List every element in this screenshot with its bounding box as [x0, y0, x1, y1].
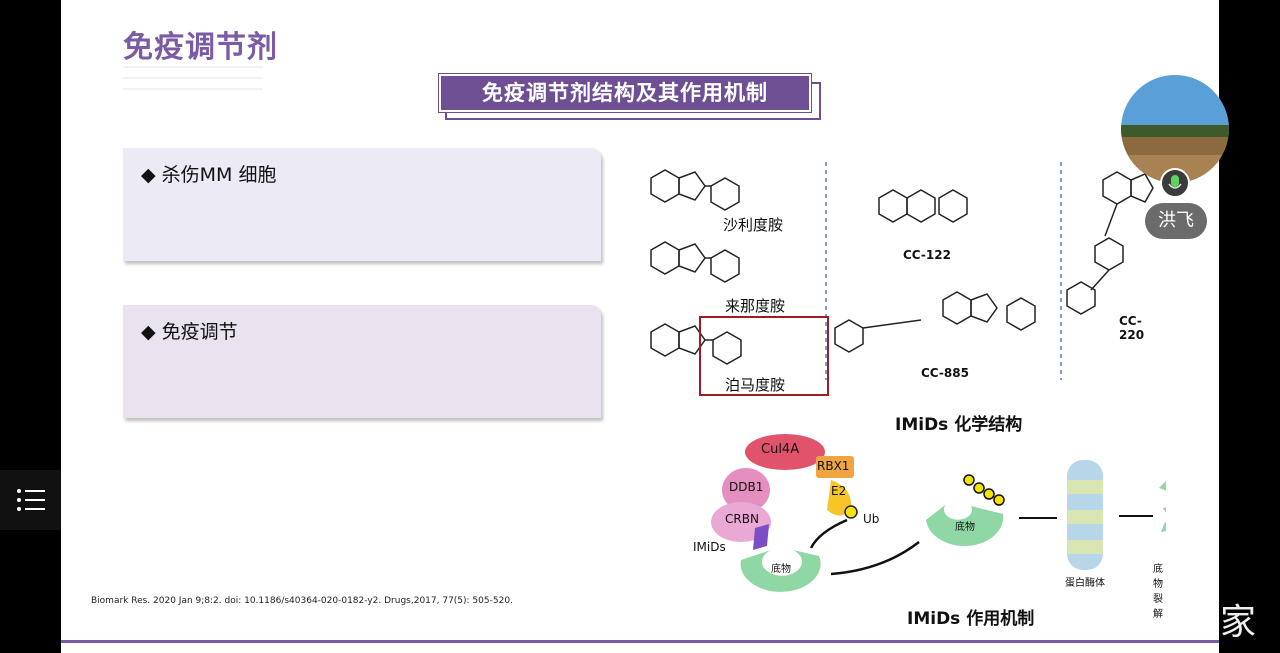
participant-video-thumbnail[interactable] [1121, 75, 1229, 183]
glutarimide-ring [710, 249, 740, 283]
proteasome-label: 蛋白酶体 [1065, 578, 1105, 589]
benzene-ring [650, 241, 680, 275]
imids-label: IMiDs [693, 540, 726, 554]
structure-diagram [650, 162, 1166, 592]
participant-name: 洪飞 [1145, 203, 1207, 239]
lenalidomide-label: 来那度胺 [725, 297, 786, 315]
benzene-ring [650, 169, 680, 203]
bullet-box-immunomodulation: ◆ 免疫调节 [123, 305, 601, 418]
menu-icon [16, 489, 45, 511]
bottom-accent-band [61, 640, 1219, 643]
cc-220-label: CC-220 [1119, 314, 1145, 342]
microphone-button[interactable] [1160, 168, 1190, 198]
bullet-text: ◆ 杀伤MM 细胞 [141, 164, 277, 186]
section-header: 免疫调节剂结构及其作用机制 [438, 73, 812, 113]
glutarimide-ring [710, 177, 740, 211]
imide-ring [678, 171, 706, 201]
watermark-text: 家 [1220, 602, 1257, 643]
structure-panel: 沙利度胺 来那度胺 泊马度胺 CC-122 CC-885 CC-220 IMiD… [621, 150, 1166, 630]
bullet-box-kill-mm: ◆ 杀伤MM 细胞 [123, 148, 601, 261]
structure-section-title: IMiDs 化学结构 [895, 415, 1023, 435]
substrate-label: 底物 [955, 522, 975, 533]
imide-ring [678, 243, 706, 273]
presentation-slide: 免疫调节剂 免疫调节剂结构及其作用机制 ◆ 杀伤MM 细胞 ◆ 免疫调节 [61, 0, 1219, 653]
mechanism-section-title: IMiDs 作用机制 [907, 609, 1035, 629]
substrate-label: 底物 [771, 564, 791, 575]
landscape-avatar [1121, 75, 1229, 183]
ub-label: Ub [863, 512, 880, 526]
benzene-ring [650, 323, 680, 357]
pomalidomide-highlight [699, 316, 829, 396]
ddb1-label: DDB1 [729, 480, 764, 494]
menu-button[interactable] [0, 470, 61, 530]
rbx1-label: RBX1 [817, 459, 850, 473]
glutarimide-ring [712, 331, 742, 365]
cul4a-label: Cul4A [761, 442, 800, 457]
bullet-text: ◆ 免疫调节 [141, 321, 238, 343]
crbn-label: CRBN [725, 512, 759, 526]
cc-885-label: CC-885 [921, 366, 969, 380]
cc-122-label: CC-122 [903, 248, 951, 262]
degradation-label: 底物裂解 [1153, 564, 1163, 620]
faint-decoration [123, 66, 263, 96]
e2-label: E2 [831, 484, 847, 498]
slide-title: 免疫调节剂 [123, 30, 278, 65]
citation-text: Biomark Res. 2020 Jan 9;8:2. doi: 10.118… [91, 596, 513, 606]
microphone-icon [1168, 175, 1182, 189]
thalidomide-label: 沙利度胺 [723, 216, 784, 234]
pomalidomide-label: 泊马度胺 [725, 376, 786, 394]
